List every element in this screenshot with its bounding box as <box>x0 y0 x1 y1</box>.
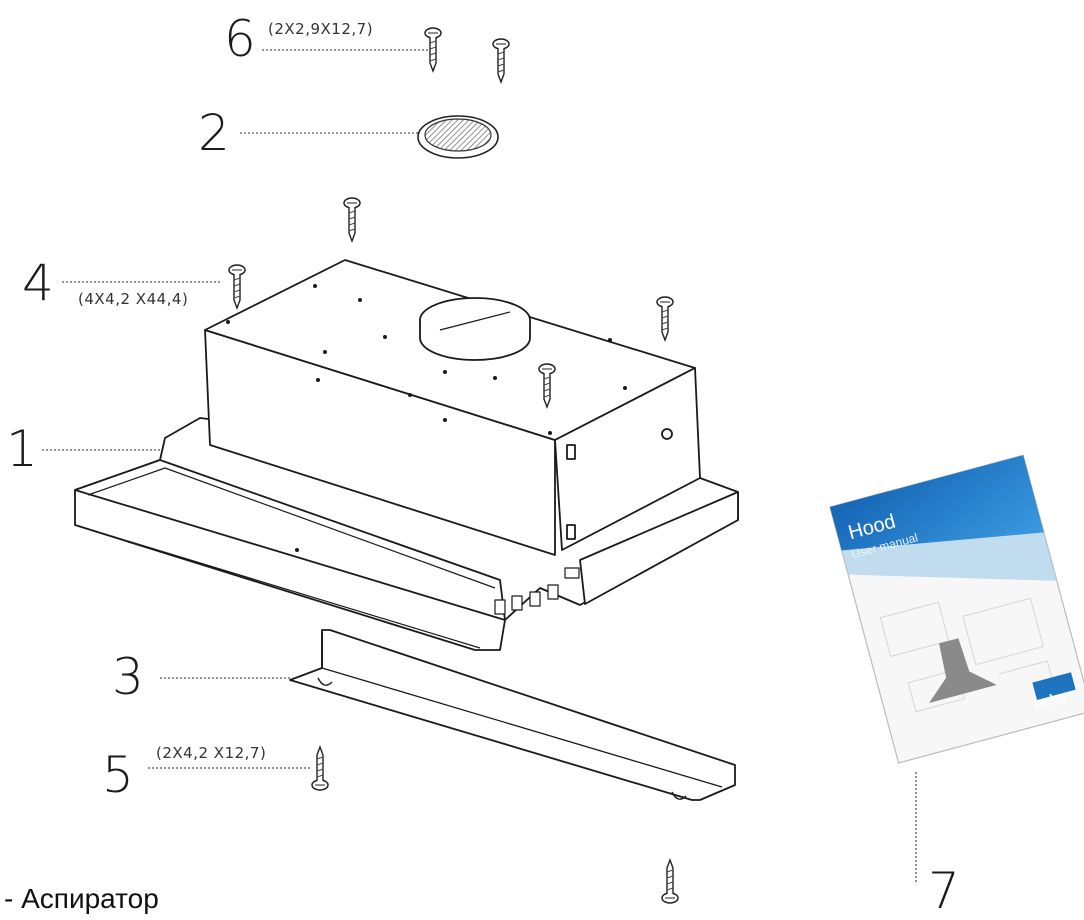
dimension-label-6: (2X2,9X12,7) <box>268 20 374 38</box>
screw-5b <box>661 859 679 904</box>
callout-3: 3 <box>112 648 144 706</box>
user-manual-part-7 <box>829 454 1084 764</box>
dimension-label-5: (2X4,2 X12,7) <box>156 744 267 762</box>
bracket-part-3 <box>289 629 736 801</box>
callout-6: 6 <box>224 10 256 68</box>
screw-6b <box>492 38 510 83</box>
legend-item-1: - Аспиратор <box>4 883 159 914</box>
callout-4: 4 <box>22 254 54 312</box>
callout-7: 7 <box>928 862 960 920</box>
dimension-label-4: (4X4,2 X44,4) <box>78 290 189 308</box>
callout-5: 5 <box>102 746 134 804</box>
screw-4c <box>656 296 674 341</box>
hood-body-part-1 <box>74 259 739 651</box>
screw-4a <box>228 264 246 309</box>
callout-1: 1 <box>6 420 38 478</box>
screw-4b <box>343 197 361 242</box>
leader-lines <box>42 49 917 882</box>
screw-5a <box>311 746 329 791</box>
grille-part-2 <box>417 115 499 159</box>
callout-2: 2 <box>198 104 230 162</box>
